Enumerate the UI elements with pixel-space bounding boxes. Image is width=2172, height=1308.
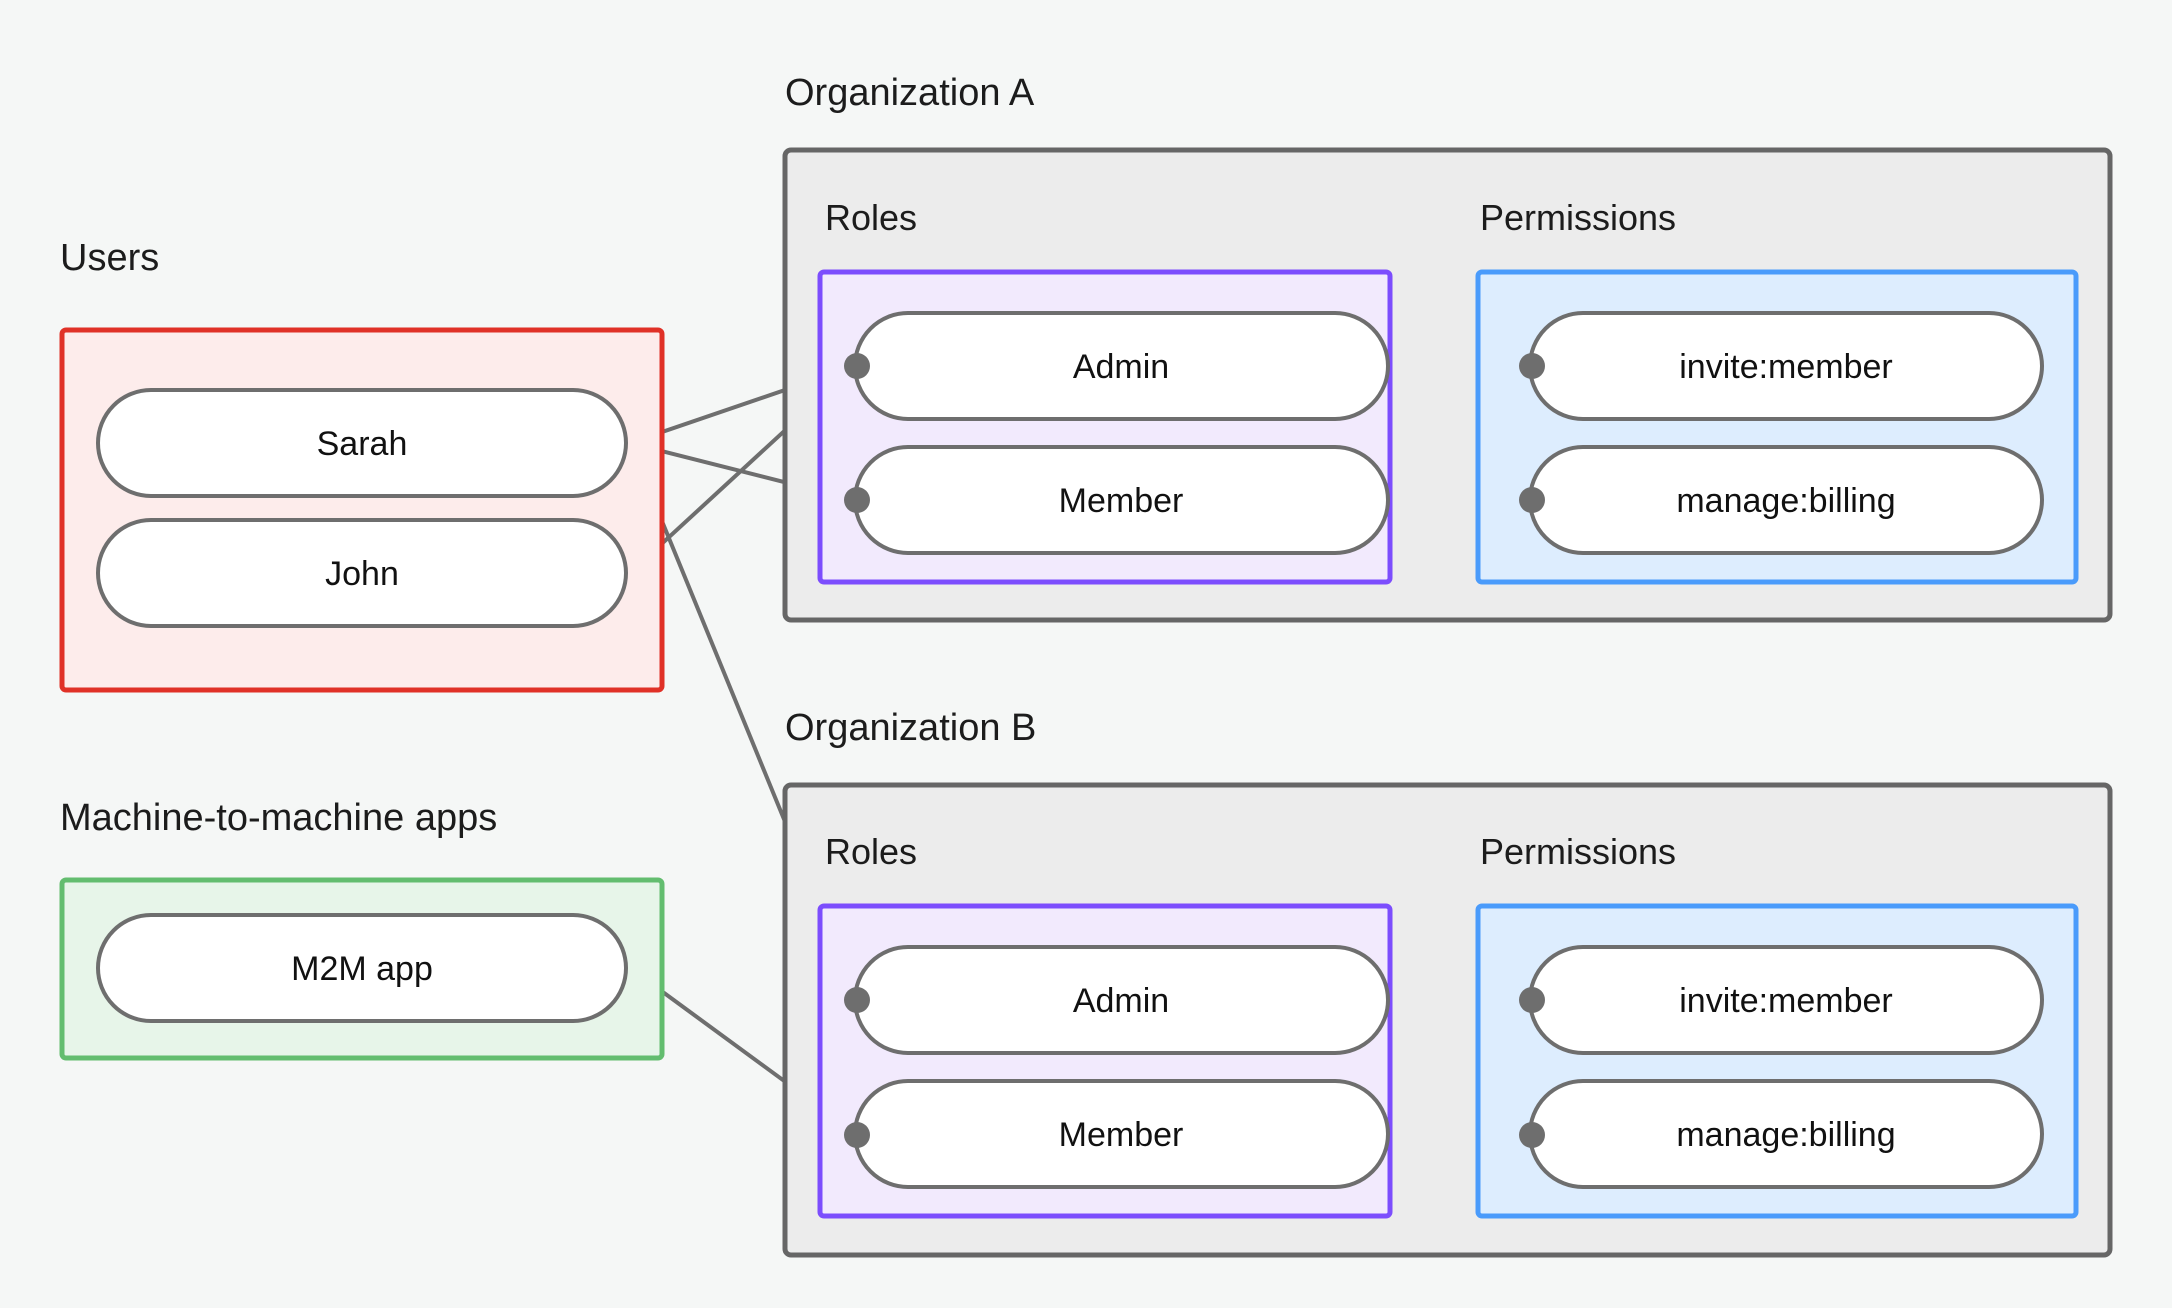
anchor-dot-org-b-member-left: [844, 1122, 870, 1148]
user-node-sarah-label: Sarah: [317, 425, 408, 463]
org-a-permissions-label: Permissions: [1480, 197, 1676, 238]
user-node-sarah[interactable]: [96, 388, 628, 498]
anchor-dot-org-a-billing-left: [1519, 487, 1545, 513]
org-a-role-member-label: Member: [1059, 482, 1184, 520]
org-b-permissions-label: Permissions: [1480, 831, 1676, 872]
org-b-title: Organization B: [785, 707, 1036, 749]
org-b-permission-invite-member-label: invite:member: [1679, 982, 1893, 1020]
m2m-node-app-label: M2M app: [291, 950, 433, 988]
org-a-permission-invite-member-label: invite:member: [1679, 348, 1893, 386]
m2m-group-label: Machine-to-machine apps: [60, 797, 497, 839]
m2m-node-app[interactable]: [96, 913, 628, 1023]
anchor-dot-org-b-invite-left: [1519, 987, 1545, 1013]
anchor-dot-org-a-member-left: [844, 487, 870, 513]
org-b-role-member-label: Member: [1059, 1116, 1184, 1154]
user-node-john-label: John: [325, 555, 399, 593]
org-b-permission-manage-billing-label: manage:billing: [1676, 1116, 1895, 1154]
user-node-john[interactable]: [96, 518, 628, 628]
anchor-dot-org-b-billing-left: [1519, 1122, 1545, 1148]
users-group-label: Users: [60, 237, 159, 279]
org-b-role-admin-label: Admin: [1073, 982, 1169, 1020]
edge-anchor-layer: [844, 353, 1545, 1148]
users-group-box: [59, 327, 665, 693]
org-a-title: Organization A: [785, 72, 1035, 114]
org-a-permission-manage-billing-label: manage:billing: [1676, 482, 1895, 520]
anchor-dot-org-a-admin-left: [844, 353, 870, 379]
org-b-roles-label: Roles: [825, 831, 917, 872]
org-a-roles-label: Roles: [825, 197, 917, 238]
org-a-role-admin-label: Admin: [1073, 348, 1169, 386]
anchor-dot-org-b-admin-left: [844, 987, 870, 1013]
anchor-dot-org-a-invite-left: [1519, 353, 1545, 379]
